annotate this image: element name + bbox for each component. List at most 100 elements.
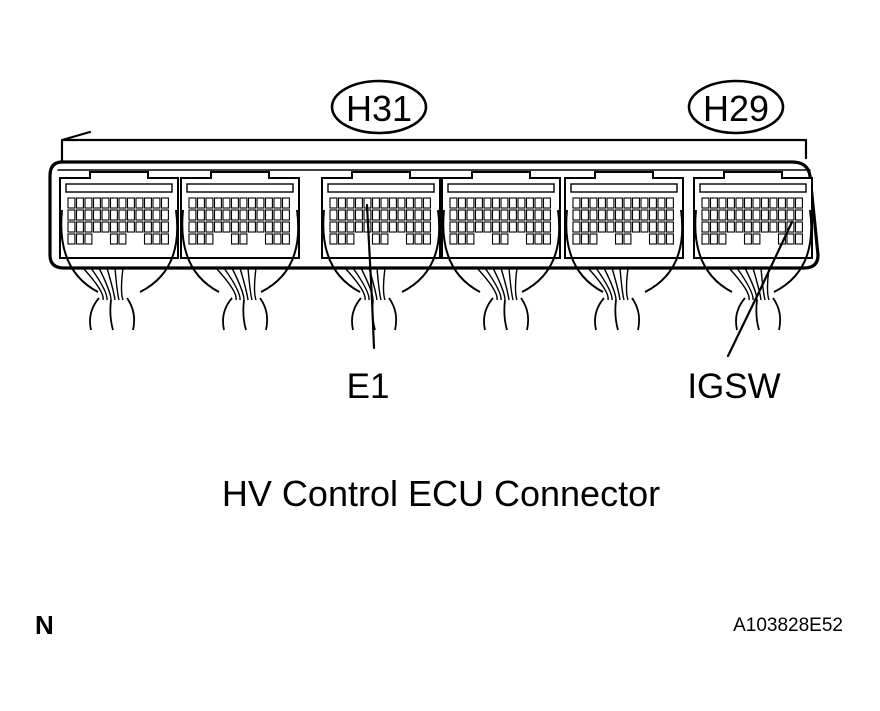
- pin-cavity: [371, 233, 380, 245]
- pin-cavity: [337, 233, 346, 245]
- wire-harness: [89, 297, 136, 331]
- pin-cavity: [457, 209, 466, 221]
- connector-module-2: [180, 171, 300, 331]
- pin-cavity: [597, 197, 606, 209]
- pin-cavity: [397, 197, 406, 209]
- pin-cavity: [614, 209, 623, 221]
- wire: [476, 267, 498, 301]
- pin-cavity: [709, 233, 718, 245]
- pin-cavity: [665, 197, 674, 209]
- pin-cavity: [648, 197, 657, 209]
- pin-cavity: [525, 233, 534, 245]
- wire: [82, 267, 104, 301]
- pin-cavity: [572, 209, 581, 221]
- wire: [344, 267, 366, 301]
- pin-cavity: [542, 233, 551, 245]
- wire: [500, 267, 510, 301]
- connector-module-3: [321, 171, 441, 331]
- pin-cavity: [101, 197, 110, 209]
- pin-cavity: [422, 209, 431, 221]
- pin-cavity: [589, 209, 598, 221]
- pin-cavity: [743, 233, 752, 245]
- pin-cavity: [84, 209, 93, 221]
- pin-cavity: [405, 221, 414, 233]
- pin-cavity: [449, 209, 458, 221]
- pin-cavity: [75, 209, 84, 221]
- wire: [514, 267, 518, 301]
- pin-cavity: [743, 209, 752, 221]
- wire-bundle: [587, 267, 641, 331]
- pin-cavity: [346, 221, 355, 233]
- pin-cavity: [109, 209, 118, 221]
- pin-cavity: [205, 197, 214, 209]
- pin-cavity: [701, 197, 710, 209]
- pin-cavity: [517, 221, 526, 233]
- connector-bracket: [60, 130, 808, 164]
- pin-cavity: [580, 221, 589, 233]
- pin-cavity: [205, 233, 214, 245]
- pin-cavity: [648, 221, 657, 233]
- pin-cavity: [623, 197, 632, 209]
- pin-cavity: [329, 197, 338, 209]
- pin-cavity: [188, 221, 197, 233]
- pin-cavity: [152, 197, 161, 209]
- pin-cavity: [508, 197, 517, 209]
- pin-cavity: [247, 209, 256, 221]
- pin-cavity: [75, 221, 84, 233]
- pin-cavity: [589, 221, 598, 233]
- pin-cavity: [665, 233, 674, 245]
- pin-cavity: [264, 233, 273, 245]
- pin-cavity: [380, 209, 389, 221]
- wire: [223, 267, 241, 301]
- connector-module-1: [59, 171, 179, 331]
- pin-cavity: [422, 197, 431, 209]
- pin-cavity: [414, 233, 423, 245]
- wire: [106, 267, 116, 301]
- pin-cavity: [143, 197, 152, 209]
- pin-cavity: [354, 209, 363, 221]
- pin-label-e1: E1: [347, 367, 390, 406]
- pin-cavity: [397, 209, 406, 221]
- pin-cavity: [657, 221, 666, 233]
- connector-module-6: [693, 171, 813, 331]
- pin-cavity: [329, 221, 338, 233]
- pin-cavity: [794, 221, 803, 233]
- wire: [760, 267, 766, 301]
- module-latch: [65, 183, 173, 193]
- pin-cavity: [534, 233, 543, 245]
- module-clip: [694, 209, 813, 293]
- pin-cavity: [239, 221, 248, 233]
- pin-cavity: [230, 197, 239, 209]
- pin-cavity: [346, 209, 355, 221]
- pin-cavity: [75, 197, 84, 209]
- pin-cavity: [500, 221, 509, 233]
- wire: [98, 267, 112, 301]
- pin-cavity: [606, 221, 615, 233]
- wire: [611, 267, 621, 301]
- pin-cavity: [213, 221, 222, 233]
- pin-cavity: [517, 209, 526, 221]
- pin-cavity: [230, 209, 239, 221]
- connector-modules: [59, 171, 813, 331]
- pin-cavity: [109, 221, 118, 233]
- module-clip: [322, 209, 441, 293]
- pin-cavity: [118, 233, 127, 245]
- pin-cavity: [500, 233, 509, 245]
- pin-cavity: [631, 221, 640, 233]
- pin-cavity: [614, 233, 623, 245]
- module-latch: [186, 183, 294, 193]
- pin-cavity: [84, 221, 93, 233]
- pin-cavity: [346, 233, 355, 245]
- pin-cavity: [346, 197, 355, 209]
- pin-cavity: [794, 209, 803, 221]
- pin-cavity: [709, 197, 718, 209]
- pin-cavity: [414, 221, 423, 233]
- pin-cavity: [371, 209, 380, 221]
- pin-cavity: [109, 233, 118, 245]
- pin-cavity: [794, 233, 803, 245]
- wire: [752, 267, 762, 301]
- pin-cavity: [281, 221, 290, 233]
- igsw-leader-line: [726, 220, 794, 358]
- pin-cavity: [84, 233, 93, 245]
